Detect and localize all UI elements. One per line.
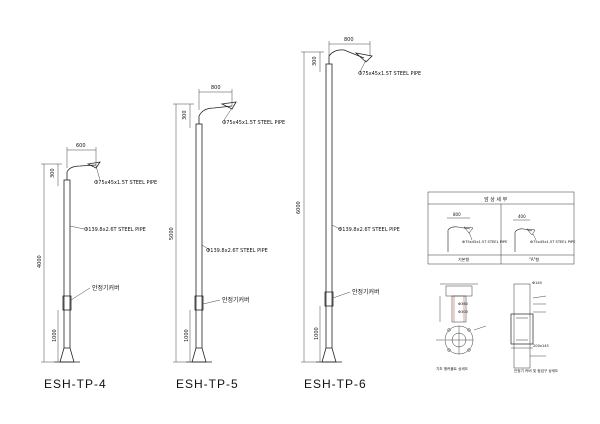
ballast-cover xyxy=(324,291,334,307)
detail-left-caption: 기본형 xyxy=(458,256,469,262)
detail-right-dim: 400 xyxy=(518,214,526,219)
arm-detail-panel: 암 상 세 부 800 Ф75x45x1.5T STEEL PIPE 기본형 4… xyxy=(427,191,576,265)
pole-base xyxy=(59,347,75,363)
base-plate-dim: Ф360 xyxy=(458,302,469,306)
ballast-cover xyxy=(62,295,72,311)
total-height-dim: 4000 xyxy=(37,255,43,268)
pole-pipe-spec: Ф139.8x2.6T STEEL PIPE xyxy=(206,248,268,254)
detail-right-arm xyxy=(514,228,533,252)
base-height-dim: 1000 xyxy=(52,329,58,342)
arm-rise-dim: 300 xyxy=(50,168,56,178)
detail-left-pipe: Ф75x45x1.5T STEEL PIPE xyxy=(462,240,508,244)
base-socket xyxy=(451,295,467,323)
lamp-head xyxy=(220,101,237,110)
pole-esh-tp-4: 600 300 4000 1000 Ф75x45x1.5T STEEL PIPE… xyxy=(37,143,157,391)
cover-label: 안정기커버 xyxy=(92,284,120,292)
pole-section xyxy=(513,283,531,369)
arm-pipe-spec: Ф75x45x1.5T STEEL PIPE xyxy=(222,120,285,126)
arm-length-dim: 800 xyxy=(211,85,221,91)
arm-length-dim: 600 xyxy=(76,143,86,149)
anchor-bolt-detail: Ф360 Ф300 기초 앵커볼트 상세도 xyxy=(436,283,487,371)
detail-right-caption: "A"형 xyxy=(529,256,539,262)
pole-esh-tp-6: 800 300 6000 1000 Ф75x45x1.5T STEEL PIPE… xyxy=(296,37,421,391)
pole-dia-dim: Ф140 xyxy=(532,281,543,285)
cover-size-dim: 200x145 xyxy=(533,344,549,348)
arm-rise-dim: 300 xyxy=(182,110,188,120)
pole-model-label: ESH-TP-6 xyxy=(304,377,367,391)
base-height-dim: 1000 xyxy=(314,327,320,340)
detail-title: 암 상 세 부 xyxy=(484,196,508,203)
cover-label: 안정기커버 xyxy=(352,288,380,296)
pole-model-label: ESH-TP-4 xyxy=(44,377,107,391)
lamp-arm xyxy=(198,105,233,124)
detail-right-pipe: Ф75x45x1.5T STEEL PIPE xyxy=(530,240,576,244)
lamp-head xyxy=(86,161,101,169)
anchor-dim: Ф300 xyxy=(458,310,469,314)
pole-shaft xyxy=(63,179,71,349)
arm-pipe-spec: Ф75x45x1.5T STEEL PIPE xyxy=(94,180,157,186)
pole-shaft xyxy=(325,63,333,349)
arm-rise-dim: 300 xyxy=(312,56,318,66)
total-height-dim: 5000 xyxy=(169,227,175,240)
pole-shaft xyxy=(195,123,203,349)
base-height-dim: 1000 xyxy=(184,329,190,342)
pole-esh-tp-5: 800 300 5000 1000 Ф75x45x1.5T STEEL PIPE… xyxy=(169,85,285,391)
detail-left-dim: 800 xyxy=(453,212,461,217)
cover-label: 안정기커버 xyxy=(222,296,250,304)
pole-model-label: ESH-TP-5 xyxy=(176,377,239,391)
ballast-cover xyxy=(194,295,204,311)
detail-left-arm xyxy=(447,226,471,252)
pole-pipe-spec: Ф139.8x2.6T STEEL PIPE xyxy=(338,227,400,233)
arm-pipe-spec: Ф75x45x1.5T STEEL PIPE xyxy=(358,71,421,77)
ballast-cover-detail: Ф140 200x145 안정기 커버 및 점검구 상세도 xyxy=(510,281,559,373)
anchor-caption: 기초 앵커볼트 상세도 xyxy=(436,366,469,371)
lamp-head xyxy=(354,52,373,63)
arm-length-dim: 800 xyxy=(344,37,354,43)
cover-caption: 안정기 커버 및 점검구 상세도 xyxy=(514,368,559,373)
lamp-arm xyxy=(66,164,97,180)
pole-base xyxy=(321,347,337,363)
pole-pipe-spec: Ф139.8x2.6T STEEL PIPE xyxy=(84,227,146,233)
total-height-dim: 6000 xyxy=(296,201,302,214)
pole-base xyxy=(191,347,207,363)
lamp-arm xyxy=(328,49,365,64)
cover-section xyxy=(510,313,534,345)
